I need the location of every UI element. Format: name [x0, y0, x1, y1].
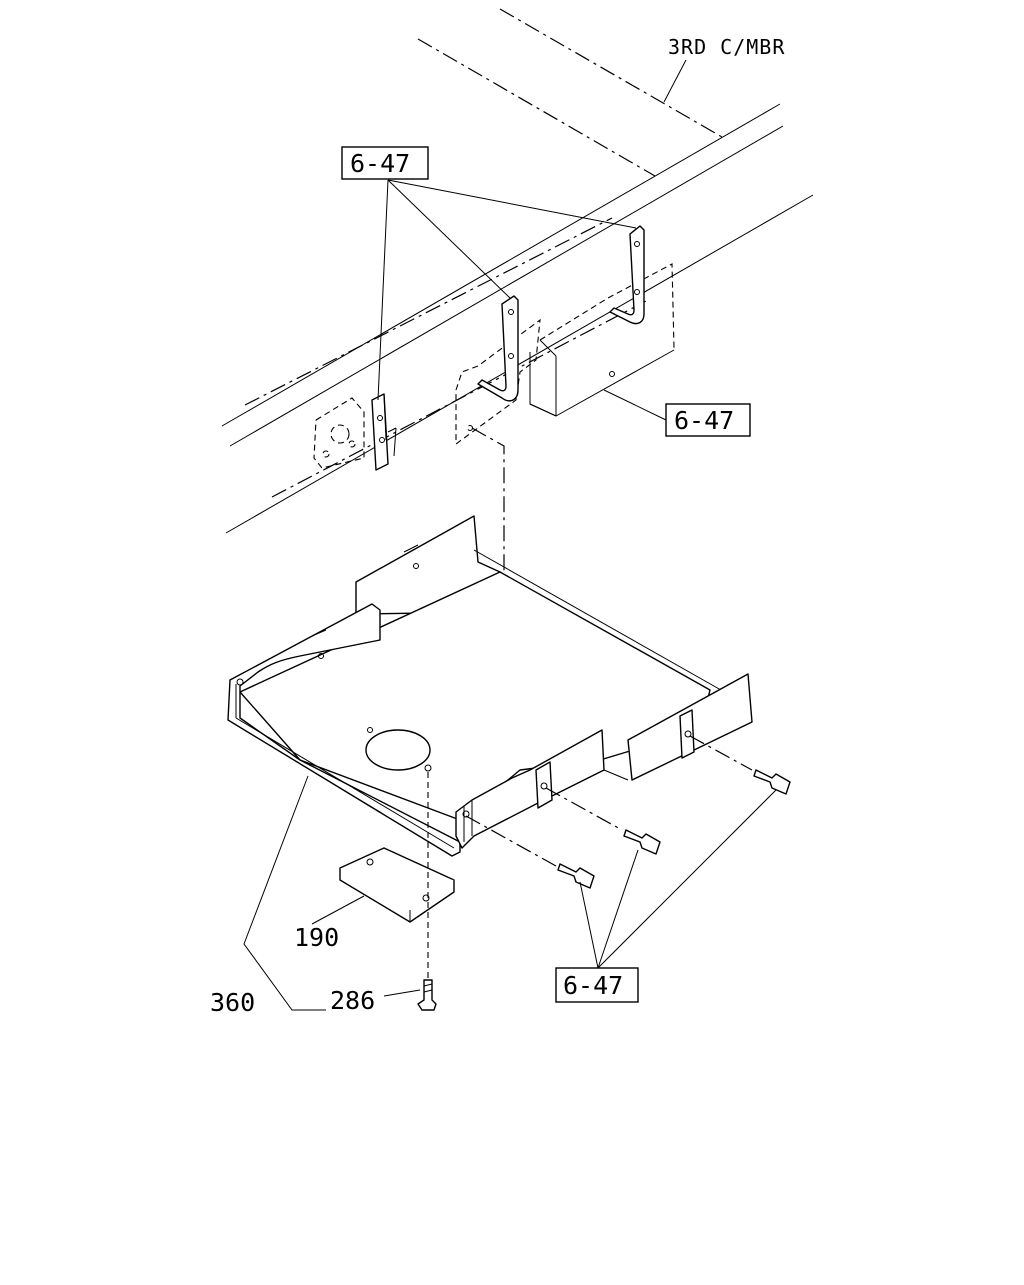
ref-box-bottom-text: 6-47 [563, 971, 623, 1000]
hanger-bracket-right [609, 225, 645, 325]
part-number-286: 286 [330, 986, 375, 1015]
cross-member-frame [221, 8, 814, 534]
leader-lines [243, 59, 777, 1011]
hanger-bracket-middle [477, 295, 519, 402]
bolt-middle [545, 787, 661, 855]
cross-member-label: 3RD C/MBR [668, 35, 785, 59]
ref-box-right[interactable]: 6-47 [665, 403, 751, 437]
part-number-190: 190 [294, 923, 339, 952]
hanger-bracket-left [371, 393, 397, 471]
bolt-right [689, 735, 791, 795]
battery-tray [227, 515, 753, 857]
plate-part [339, 847, 455, 923]
ref-box-right-text: 6-47 [674, 406, 734, 435]
part-number-360: 360 [210, 988, 255, 1017]
battery-box-outline [529, 263, 675, 417]
bolt-left [465, 815, 595, 889]
ref-box-bottom[interactable]: 6-47 [555, 967, 639, 1003]
ref-box-top[interactable]: 6-47 [341, 146, 429, 180]
ref-box-top-text: 6-47 [350, 149, 410, 178]
frame-mount-plate-center [455, 318, 541, 446]
bolt-part [417, 772, 437, 1011]
frame-mount-plate-left [313, 397, 365, 469]
